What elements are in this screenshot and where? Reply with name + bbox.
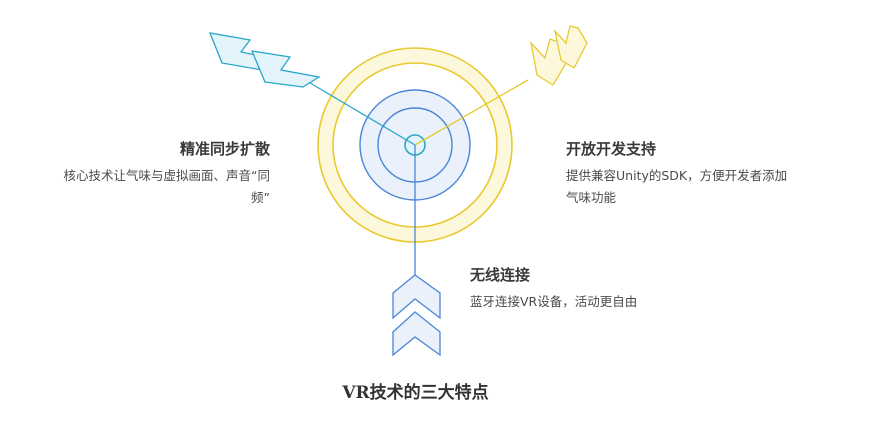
- feature-right-desc-1: 提供兼容Unity的SDK，方便开发者添加: [566, 168, 788, 183]
- feature-left-title: 精准同步扩散: [179, 140, 270, 158]
- diagram-title: VR技术的三大特点: [342, 383, 489, 403]
- left-arrow-shaft: [299, 76, 416, 146]
- feature-right: 开放开发支持 提供兼容Unity的SDK，方便开发者添加 气味功能: [566, 138, 836, 209]
- bottom-fletch-1: [392, 274, 441, 320]
- feature-bottom: 无线连接 蓝牙连接VR设备，活动更自由: [470, 264, 730, 313]
- feature-right-title: 开放开发支持: [566, 140, 657, 158]
- feature-left: 精准同步扩散 核心技术让气味与虚拟画面、声音“同 频”: [20, 138, 270, 209]
- feature-bottom-title: 无线连接: [470, 266, 531, 284]
- right-arrow-shaft: [414, 79, 529, 146]
- feature-left-desc-2: 频”: [251, 190, 270, 205]
- feature-left-desc-1: 核心技术让气味与虚拟画面、声音“同: [63, 168, 270, 183]
- right-fletch-2: [553, 25, 588, 69]
- left-fletch-2: [250, 50, 321, 88]
- feature-right-desc-2: 气味功能: [566, 190, 617, 205]
- bottom-fletch-2: [392, 311, 441, 357]
- feature-bottom-desc-1: 蓝牙连接VR设备，活动更自由: [470, 294, 638, 309]
